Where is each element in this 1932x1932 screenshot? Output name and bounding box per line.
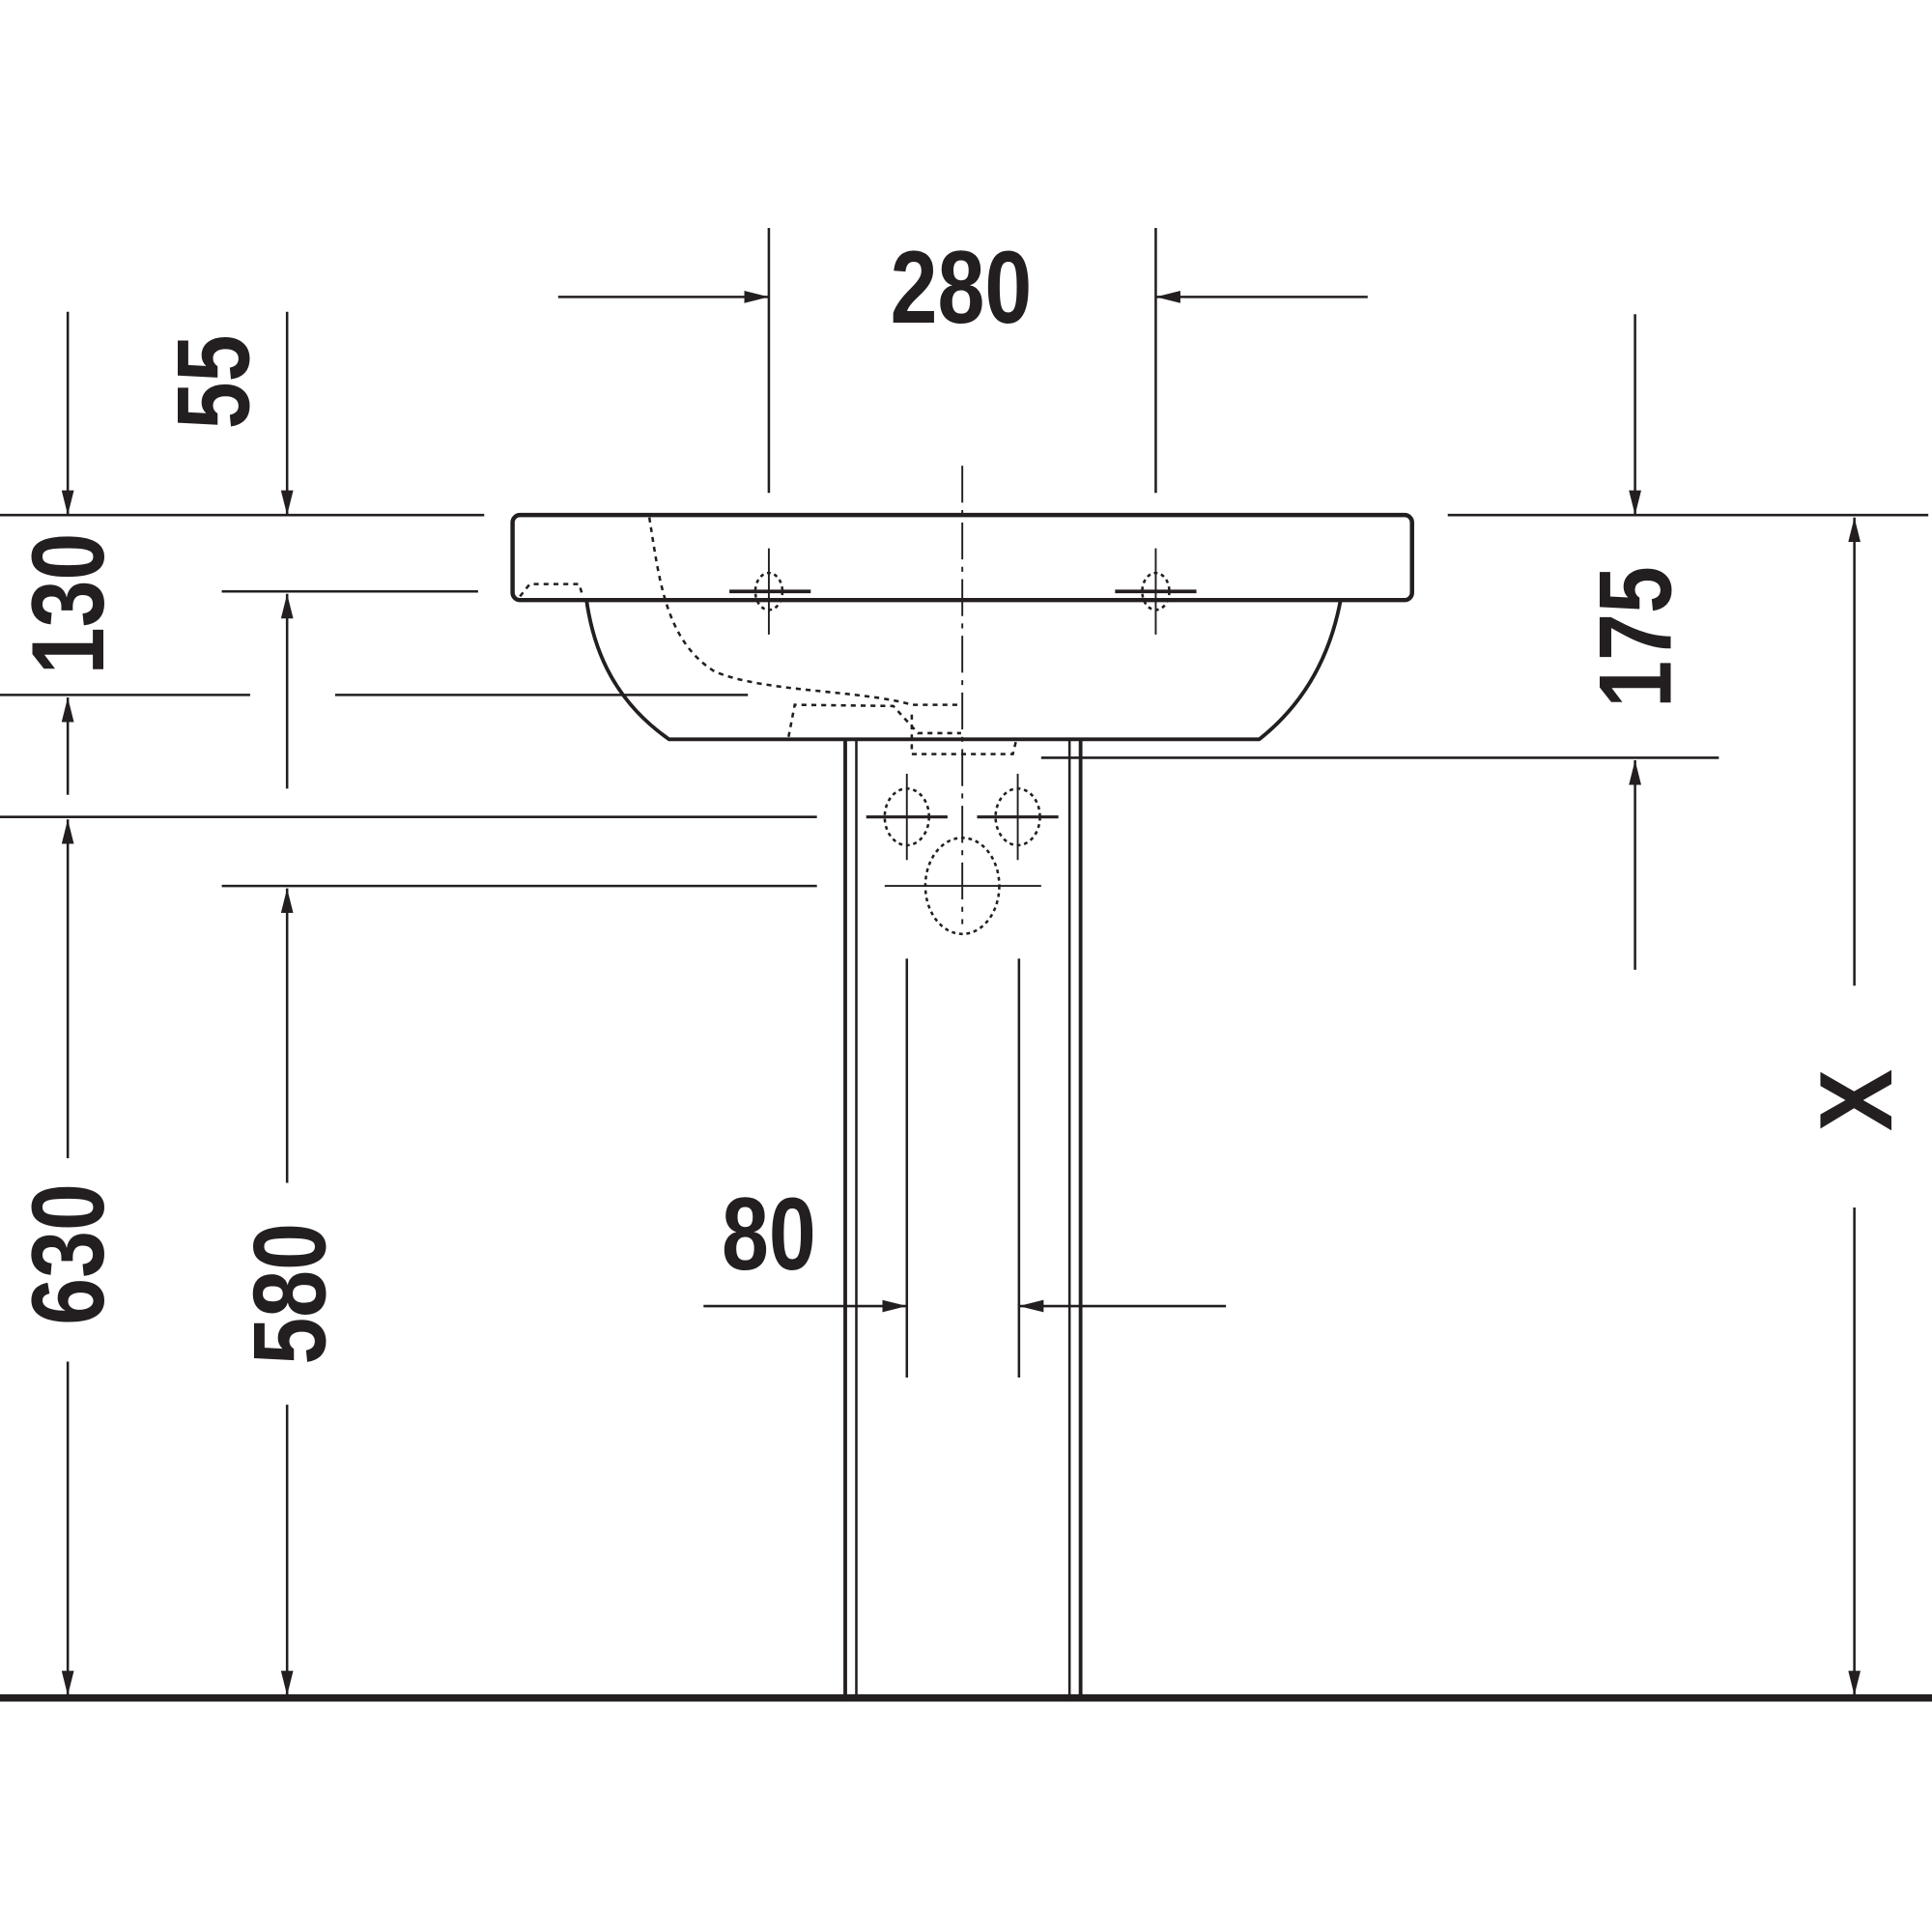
dim-overflow-offset: 55 bbox=[155, 335, 270, 430]
supply-hole-right bbox=[977, 774, 1059, 861]
dim-rim-height: 130 bbox=[10, 533, 126, 675]
dim-pedestal-width: 80 bbox=[722, 1175, 816, 1291]
dimension-arrows bbox=[61, 291, 1861, 1696]
tap-hole-right bbox=[1115, 548, 1197, 635]
waste-hole bbox=[884, 837, 1041, 936]
pedestal bbox=[843, 739, 1083, 1701]
dim-height-supply: 580 bbox=[231, 1223, 347, 1365]
dim-basin-depth: 175 bbox=[1577, 566, 1692, 708]
tap-hole-left bbox=[729, 548, 811, 635]
reference-lines bbox=[0, 227, 1929, 1378]
dim-installation-height: X bbox=[1798, 1069, 1914, 1131]
dim-tap-spacing: 280 bbox=[891, 229, 1033, 345]
dim-height-waste: 630 bbox=[10, 1183, 126, 1325]
supply-hole-left bbox=[866, 774, 948, 861]
